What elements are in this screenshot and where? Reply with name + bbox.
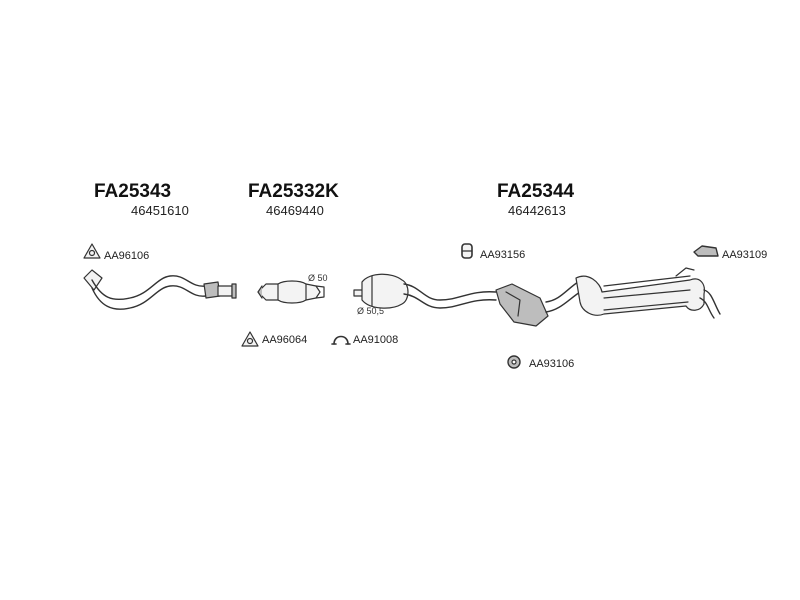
part-number-catalyst: FA25332K [248,181,339,202]
accessory-label-hanger-rear: AA93109 [722,249,768,261]
accessory-label-hanger-mid: AA93156 [480,249,526,261]
catalyst-icon [257,280,325,304]
clamp-icon [331,335,351,345]
dimension-mid-inlet: Ø 50,5 [357,306,385,316]
rear-system-icon [353,267,721,327]
dimension-cat-outlet: Ø 50 [308,273,328,283]
front-pipe-icon [83,269,237,310]
gasket-cat-icon [241,331,259,347]
gasket-front-icon [83,243,101,259]
part-number-front-pipe: FA25343 [94,181,172,202]
part-number-rear-system: FA25344 [497,181,575,202]
hanger-mid-icon [461,243,473,259]
rubber-mount-icon [507,355,521,369]
hanger-rear-icon [693,245,719,257]
oe-number-rear-system: 46442613 [508,203,566,218]
accessory-label-rubber-mount: AA93106 [529,358,575,370]
oe-number-front-pipe: 46451610 [131,203,189,218]
accessory-label-gasket-front: AA96106 [104,250,150,262]
accessory-label-gasket-cat: AA96064 [262,334,308,346]
accessory-label-clamp: AA91008 [353,334,399,346]
oe-number-catalyst: 46469440 [266,203,324,218]
